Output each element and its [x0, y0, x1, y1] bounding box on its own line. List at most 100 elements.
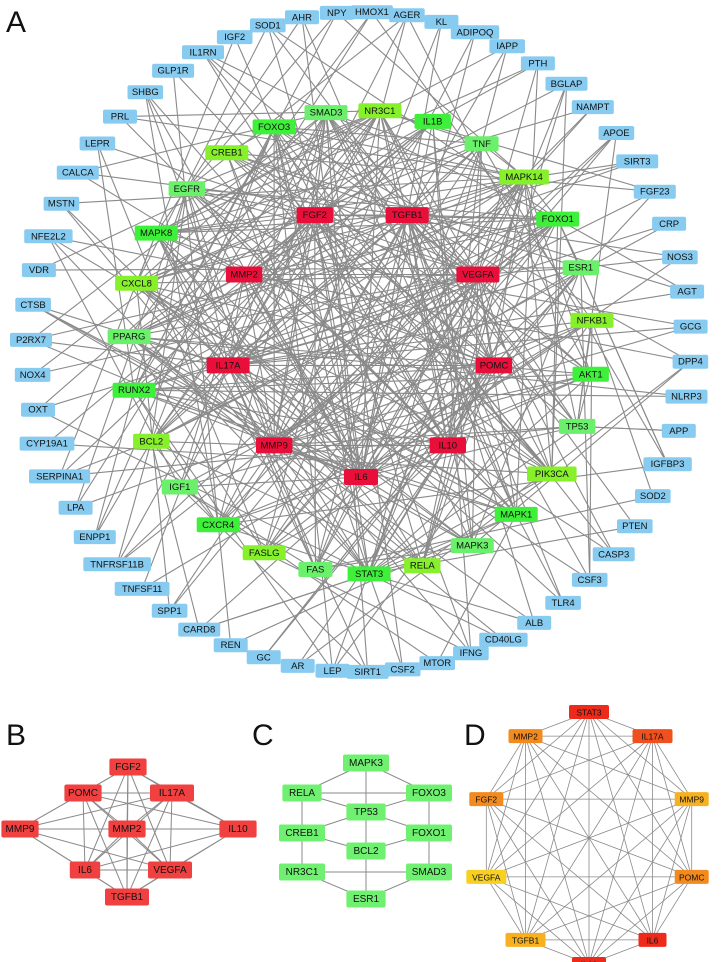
- panel-a-edge: [116, 441, 152, 565]
- panel-d-edge: [485, 735, 526, 878]
- panel-a-node-dpp4: DPP4: [672, 354, 709, 369]
- panel-c-node-label-rela: RELA: [289, 788, 315, 799]
- panel-a-edge: [274, 444, 517, 515]
- panel-a-node-label-stat3: STAT3: [355, 569, 383, 580]
- panel-a-node-label-igf1: IGF1: [169, 482, 190, 493]
- panel-a-edge: [360, 256, 681, 478]
- panel-a-node-label-pparg: PPARG: [113, 332, 146, 343]
- panel-a-edge: [133, 12, 338, 391]
- panel-a-edge: [243, 274, 423, 566]
- panel-a-node-label-csf2: CSF2: [391, 664, 415, 675]
- panel-d-node-box-mmp2: [508, 729, 543, 744]
- panel-a-node-p2rx7: P2RX7: [10, 332, 52, 347]
- panel-a-node-cyp19a1: CYP19A1: [19, 436, 75, 451]
- panel-a-node-label-pth: PTH: [528, 58, 547, 69]
- panel-c-node-label-foxo3: FOXO3: [412, 788, 446, 799]
- panel-a-node-label-il10: IL10: [439, 440, 458, 451]
- panel-a-node-box-vdr: [21, 263, 56, 278]
- panel-a-node-label-vdr: VDR: [29, 265, 49, 276]
- panel-a-node-box-sirt3: [616, 154, 659, 169]
- panel-a-edge: [144, 92, 219, 525]
- panel-b-node-mmp9: MMP9: [1, 820, 39, 838]
- panel-a-node-label-il1b: IL1B: [423, 116, 443, 127]
- panel-a-node-label-glp1r: GLP1R: [158, 66, 189, 77]
- panel-d-node-label-il10: IL10: [581, 960, 598, 962]
- panel-a-edge: [591, 320, 654, 497]
- panel-a-node-box-mmp2: [225, 266, 263, 283]
- panel-a-edge: [523, 106, 594, 178]
- panel-a-node-box-csf3: [571, 572, 608, 587]
- panel-c-node-label-tp53: TP53: [354, 807, 378, 818]
- panel-a-edge: [59, 121, 434, 477]
- panel-a-node-box-card8: [178, 622, 221, 637]
- panel-a-node-gc: GC: [246, 650, 281, 665]
- panel-a-node-label-sod2: SOD2: [640, 491, 666, 502]
- panel-a-edge: [150, 441, 200, 630]
- panel-a-node-label-agt: AGT: [677, 287, 697, 298]
- panel-c-node-label-creb1: CREB1: [285, 828, 319, 839]
- panel-a-node-box-p2rx7: [10, 332, 52, 347]
- panel-d-node-label-il6: IL6: [647, 935, 659, 945]
- panel-a-edge: [301, 17, 517, 515]
- panel-a-node-esr1: ESR1: [562, 260, 599, 276]
- panel-a-node-box-foxo1: [536, 211, 580, 227]
- panel-d-node-box-vegfa: [466, 869, 507, 884]
- panel-a-edge: [447, 444, 615, 555]
- panel-a-node-serpina1: SERPINA1: [29, 469, 91, 484]
- panel-a-node-il6: IL6: [344, 469, 378, 485]
- panel-a-node-box-runx2: [112, 382, 156, 398]
- panel-a-edge: [169, 176, 525, 612]
- panel-a-edge: [227, 365, 472, 654]
- panel-a-node-sod1: SOD1: [250, 18, 286, 33]
- panel-a-edge: [273, 126, 362, 478]
- panel-a-node-label-lep: LEP: [324, 666, 342, 677]
- panel-d-edge: [486, 876, 588, 962]
- panel-a-edge: [234, 36, 275, 128]
- panel-a-edge: [432, 62, 539, 122]
- panel-a-edge: [155, 232, 370, 575]
- panel-a-node-label-gcg: GCG: [680, 322, 702, 333]
- panel-c-node-box-mapk3: [343, 754, 389, 772]
- panel-a-node-label-faslg: FASLG: [249, 548, 280, 559]
- panel-d-node-label-mmp2: MMP2: [513, 732, 538, 742]
- panel-a-node-label-adipoq: ADIPOQ: [456, 27, 493, 38]
- panel-a-edge: [179, 486, 316, 570]
- panel-a-node-label-nr3c1: NR3C1: [364, 106, 395, 117]
- panel-a-edge: [96, 143, 265, 554]
- panel-a-edge: [406, 215, 449, 446]
- panel-d-node-box-tgfb1: [505, 932, 546, 947]
- panel-b-node-pomc: POMC: [64, 784, 102, 802]
- panel-label-c: C: [252, 719, 274, 752]
- panel-d-node-label-il17a: IL17A: [641, 732, 664, 742]
- panel-a-node-ar: AR: [280, 658, 315, 673]
- panel-d-node-tgfb1: TGFB1: [505, 932, 546, 947]
- panel-a-edge: [136, 282, 553, 475]
- panel-a-node-mstn: MSTN: [43, 196, 80, 211]
- panel-a-node-csf2: CSF2: [384, 662, 421, 677]
- panel-a-edge: [97, 142, 315, 216]
- panel-a-node-cxcl8: CXCL8: [115, 275, 159, 291]
- panel-a-edge: [523, 176, 592, 375]
- panel-a-edge: [267, 24, 559, 220]
- panel-d-node-box-stat3: [569, 705, 609, 719]
- panel-a-node-label-runx2: RUNX2: [118, 385, 150, 396]
- panel-a-node-gcg: GCG: [673, 319, 708, 334]
- panel-c-node-box-creb1: [279, 824, 325, 842]
- panel-a-node-box-pomc: [475, 357, 513, 374]
- panel-a-node-label-rela: RELA: [410, 561, 435, 572]
- panel-a-node-label-ager: AGER: [393, 10, 420, 21]
- panel-a-node-box-glp1r: [152, 63, 195, 78]
- panel-a-node-box-dpp4: [672, 354, 709, 369]
- panel-a-node-box-cxcr4: [196, 517, 240, 533]
- panel-a-edge: [421, 83, 568, 566]
- panel-a-node-box-il6: [344, 469, 378, 485]
- panel-a-edge: [523, 176, 553, 475]
- panel-a-node-label-tp53: TP53: [566, 421, 589, 432]
- panel-a-node-box-mapk1: [494, 506, 538, 522]
- panel-a-edge: [576, 374, 592, 427]
- panel-a-node-box-igf1: [161, 479, 199, 495]
- panel-a-edge: [155, 16, 303, 234]
- panel-a-node-box-alb: [517, 615, 552, 630]
- panel-a-edge: [136, 282, 591, 581]
- panel-a-edge: [155, 36, 236, 234]
